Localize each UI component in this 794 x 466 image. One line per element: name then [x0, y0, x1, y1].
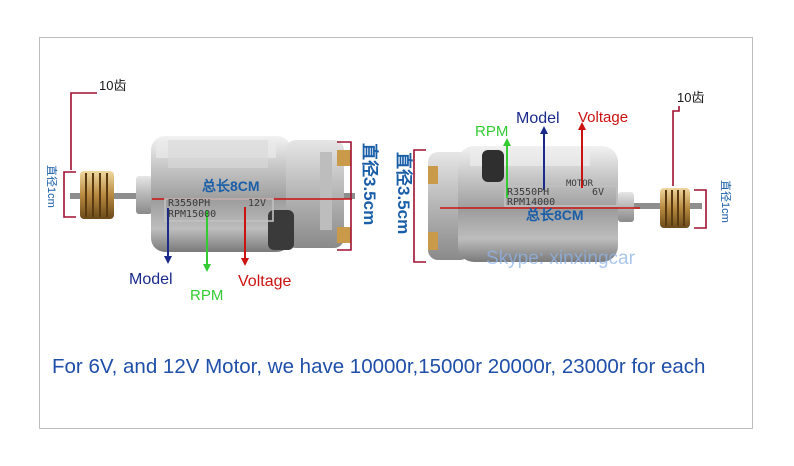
right-gear-teeth-label: 10齿	[677, 90, 705, 105]
left-body-diameter-label: 直径3.5cm	[360, 143, 379, 226]
right-legend-voltage: Voltage	[578, 109, 629, 126]
left-plate-rpm: RPM15000	[168, 209, 217, 220]
right-motor	[428, 146, 702, 262]
caption-text: For 6V, and 12V Motor, we have 10000r,15…	[52, 355, 706, 378]
right-gear	[660, 188, 690, 228]
right-plate-voltage: 6V	[592, 187, 605, 198]
right-gear-diameter-label: 直径1cm	[719, 180, 731, 223]
right-legend-rpm: RPM	[475, 123, 509, 140]
left-length-label: 总长8CM	[202, 178, 260, 194]
left-gear-diameter-label: 直径1cm	[45, 165, 57, 208]
right-body-diameter-label: 直径3.5cm	[394, 152, 413, 235]
left-legend-model: Model	[129, 271, 173, 288]
left-motor	[70, 136, 355, 252]
right-plate-brand: MOTOR	[566, 179, 594, 189]
left-plate-model: R3550PH	[168, 198, 211, 209]
right-plate-model: R3550PH	[507, 187, 550, 198]
skype-watermark: Skype: xinxingcar	[486, 248, 635, 269]
left-annotation-lines	[63, 92, 352, 272]
right-annotation-lines	[413, 106, 707, 263]
left-gear	[80, 171, 114, 219]
left-legend-voltage: Voltage	[238, 273, 292, 290]
right-length-label: 总长8CM	[526, 207, 584, 223]
right-plate-rpm: RPM14000	[507, 197, 556, 208]
right-legend-model: Model	[516, 110, 560, 127]
left-plate-voltage: 12V	[248, 198, 267, 209]
left-legend-rpm: RPM	[190, 287, 224, 304]
left-gear-teeth-label: 10齿	[99, 78, 127, 93]
